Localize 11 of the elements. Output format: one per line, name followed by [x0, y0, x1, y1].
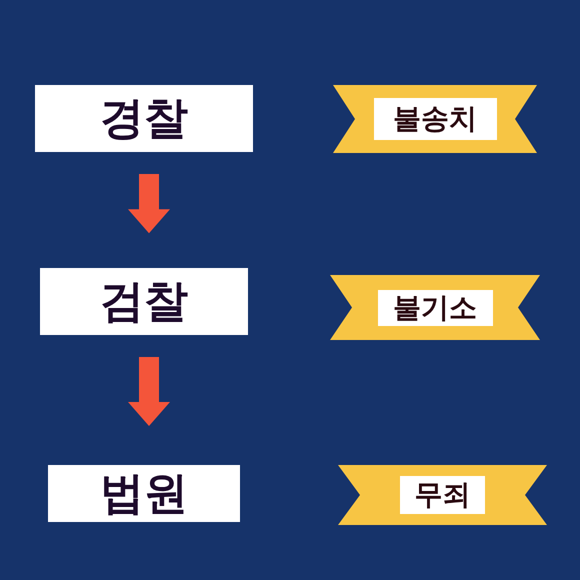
stage-label: 검찰: [100, 275, 188, 329]
stage-label: 경찰: [100, 92, 188, 146]
outcome-label: 불송치: [374, 98, 496, 140]
arrow: [128, 357, 170, 426]
stage-box: [35, 85, 253, 152]
stage-label: 법원: [100, 467, 188, 521]
stage-box: [40, 268, 248, 335]
outcome-label: 불기소: [378, 290, 492, 326]
stage-box: [48, 465, 240, 522]
outcome-label: 무죄: [400, 476, 485, 514]
arrow: [128, 174, 170, 234]
